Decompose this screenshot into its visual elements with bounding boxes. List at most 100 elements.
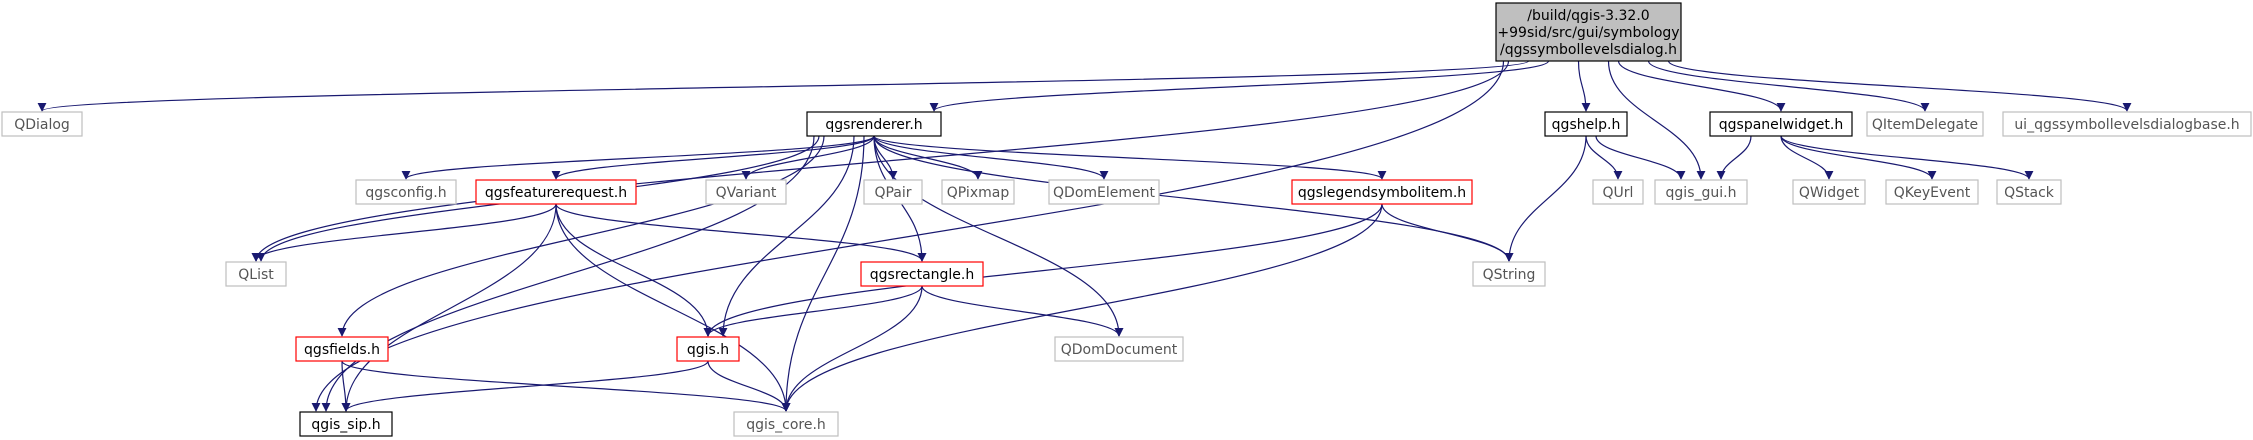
- node-qgsrectangle[interactable]: qgsrectangle.h: [860, 261, 984, 287]
- node-label-qlist: QList: [238, 267, 274, 283]
- node-box-qgsrenderer: [806, 111, 942, 137]
- edge-qgslegendsymbolitem-to-qgis: [703, 203, 1383, 337]
- node-qpixmap: QPixmap: [941, 179, 1015, 205]
- node-qstack: QStack: [1996, 179, 2062, 205]
- node-box-qstack: [1996, 179, 2062, 205]
- node-label-qstring: QString: [1483, 267, 1536, 283]
- edge-qgsfeaturerequest-to-qgis: [555, 203, 713, 337]
- node-label-qurl: QUrl: [1603, 185, 1634, 201]
- node-box-qurl: [1592, 179, 1644, 205]
- edge-qgsfields-to-qgis_core: [341, 360, 791, 412]
- edge-root-to-qitemdelegate: [1647, 60, 1930, 112]
- node-qstring: QString: [1472, 261, 1546, 287]
- edge-qgsrectangle-to-qgis: [703, 285, 923, 337]
- node-label-root: /build/qgis-3.32.0: [1527, 8, 1649, 24]
- node-box-qdomelement: [1048, 179, 1160, 205]
- node-label-qwidget: QWidget: [1799, 185, 1860, 201]
- node-label-qgsfeaturerequest: qgsfeaturerequest.h: [485, 185, 627, 201]
- node-box-qpixmap: [941, 179, 1015, 205]
- edge-qgsfeaturerequest-to-qgsrectangle: [555, 203, 927, 262]
- node-qvariant: QVariant: [705, 179, 787, 205]
- node-label-qgis_core: qgis_core.h: [746, 417, 826, 433]
- edge-qgsfeaturerequest-to-qgis_sip: [341, 203, 557, 412]
- node-label-ui_base: ui_qgssymbollevelsdialogbase.h: [2014, 117, 2239, 133]
- edge-qgsrenderer-to-qgsconfig: [401, 135, 875, 180]
- node-root[interactable]: /build/qgis-3.32.0+99sid/src/gui/symbolo…: [1495, 2, 1682, 62]
- node-qdomelement: QDomElement: [1048, 179, 1160, 205]
- node-qurl: QUrl: [1592, 179, 1644, 205]
- node-box-qlist: [225, 261, 287, 287]
- node-box-root: [1495, 2, 1682, 62]
- node-box-qgsfields: [295, 336, 389, 362]
- node-label-qpixmap: QPixmap: [947, 185, 1010, 201]
- node-qdialog: QDialog: [1, 111, 83, 137]
- edge-qgsrenderer-to-qgis_core: [781, 135, 865, 412]
- node-box-qdialog: [1, 111, 83, 137]
- edge-qgsfeaturerequest-to-qlist: [251, 203, 557, 262]
- node-box-qwidget: [1792, 179, 1866, 205]
- node-box-qgis_core: [733, 411, 839, 437]
- node-qgspanelwidget[interactable]: qgspanelwidget.h: [1709, 111, 1853, 137]
- edge-qgspanelwidget-to-qkeyevent: [1780, 135, 1937, 180]
- node-box-qgspanelwidget: [1709, 111, 1853, 137]
- node-box-qgslegendsymbolitem: [1291, 179, 1473, 205]
- node-label-qkeyevent: QKeyEvent: [1894, 185, 1971, 201]
- edge-root-to-qgsrenderer: [929, 60, 1550, 112]
- edge-qgsrenderer-to-qpixmap: [873, 135, 983, 180]
- node-qgsrenderer[interactable]: qgsrenderer.h: [806, 111, 942, 137]
- edge-qgsfields-to-qgis_sip: [341, 360, 351, 412]
- node-label-qitemdelegate: QItemDelegate: [1872, 117, 1978, 133]
- edges-layer: [38, 60, 2132, 412]
- node-label-qgshelp: qgshelp.h: [1552, 117, 1621, 133]
- edge-qgis-to-qgis_sip: [341, 360, 709, 412]
- node-label-qdialog: QDialog: [14, 117, 70, 133]
- edge-root-to-qgis_gui: [1607, 60, 1706, 180]
- node-label-qdomelement: QDomElement: [1053, 185, 1155, 201]
- edge-qgsrectangle-to-qgis_core: [781, 285, 923, 412]
- node-qgis[interactable]: qgis.h: [676, 336, 740, 362]
- edge-root-to-qlist: [251, 60, 1510, 262]
- node-label-root: +99sid/src/gui/symbology: [1497, 25, 1679, 41]
- node-label-qstack: QStack: [2004, 185, 2055, 201]
- node-label-qdomdocument: QDomDocument: [1061, 342, 1178, 358]
- node-box-qpair: [863, 179, 923, 205]
- node-label-qgsrenderer: qgsrenderer.h: [825, 117, 922, 133]
- edge-qgshelp-to-qurl: [1585, 135, 1623, 180]
- node-qgshelp[interactable]: qgshelp.h: [1544, 111, 1628, 137]
- node-qgslegendsymbolitem[interactable]: qgslegendsymbolitem.h: [1291, 179, 1473, 205]
- edge-qgsrenderer-to-qgsfields: [337, 135, 825, 337]
- node-label-qgsrectangle: qgsrectangle.h: [870, 267, 974, 283]
- node-box-qitemdelegate: [1866, 111, 1984, 137]
- node-box-qgis: [676, 336, 740, 362]
- edge-qgspanelwidget-to-qstack: [1780, 135, 2034, 180]
- node-label-qgis_sip: qgis_sip.h: [311, 417, 380, 433]
- node-qgsfields[interactable]: qgsfields.h: [295, 336, 389, 362]
- node-qlist: QList: [225, 261, 287, 287]
- node-qgis_gui: qgis_gui.h: [1654, 179, 1748, 205]
- edge-root-to-qdialog: [38, 60, 1530, 112]
- edge-qgsrenderer-to-qgsfeaturerequest: [551, 135, 875, 180]
- edge-root-to-ui_base: [1667, 60, 2132, 112]
- node-qgis_sip[interactable]: qgis_sip.h: [299, 411, 393, 437]
- node-qpair: QPair: [863, 179, 923, 205]
- edge-qgis-to-qgis_core: [707, 360, 791, 412]
- edge-qgslegendsymbolitem-to-qgis_core: [781, 203, 1383, 412]
- node-box-qdomdocument: [1054, 336, 1184, 362]
- node-box-qgis_gui: [1654, 179, 1748, 205]
- edge-qgsfeaturerequest-to-qgis_core: [555, 203, 791, 412]
- node-qgis_core: qgis_core.h: [733, 411, 839, 437]
- edge-qgsrenderer-to-qgis: [718, 135, 855, 337]
- node-label-root: /qgssymbollevelsdialog.h: [1500, 42, 1677, 58]
- edge-qgsrenderer-to-qstring: [873, 135, 1514, 262]
- node-label-qgis: qgis.h: [687, 342, 729, 358]
- node-label-qgis_gui: qgis_gui.h: [1666, 185, 1737, 201]
- edge-qgshelp-to-qstring: [1504, 135, 1587, 262]
- edge-qgspanelwidget-to-qgis_gui: [1716, 135, 1752, 180]
- node-qkeyevent: QKeyEvent: [1885, 179, 1979, 205]
- edge-root-to-qgspanelwidget: [1617, 60, 1786, 112]
- node-label-qvariant: QVariant: [716, 185, 777, 201]
- node-qgsfeaturerequest[interactable]: qgsfeaturerequest.h: [475, 179, 637, 205]
- node-box-qgsconfig: [355, 179, 457, 205]
